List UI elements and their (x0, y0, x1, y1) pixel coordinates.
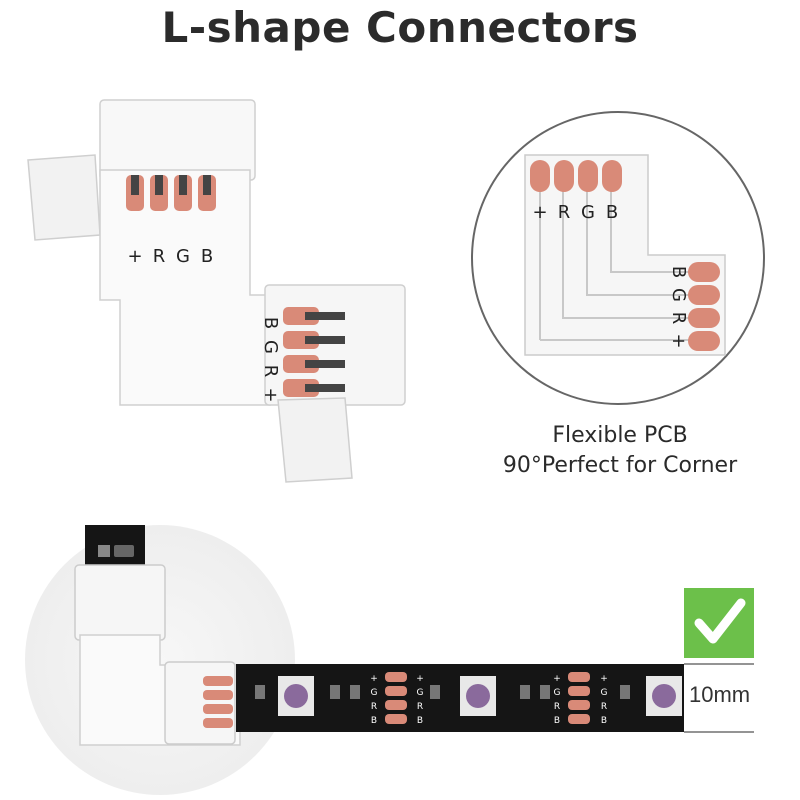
strip-label-r-3: R (554, 702, 560, 712)
pcb-label-g-top: G (581, 202, 595, 223)
pin-label-r-side: R (260, 365, 281, 378)
pin-label-b-top: B (201, 246, 213, 267)
check-mark-icon (684, 588, 754, 658)
strip-label-b-2: B (417, 716, 423, 726)
pcb-label-plus-top: + (532, 202, 547, 223)
pcb-label-r-side: R (668, 312, 689, 325)
strip-label-b-4: B (601, 716, 607, 726)
solder-pads-2 (568, 672, 590, 724)
pin-label-plus-side: + (260, 387, 281, 402)
strip-label-plus-2: + (416, 674, 424, 684)
pin-label-plus-top: + (127, 246, 142, 267)
caption-flexible-pcb: Flexible PCB (552, 423, 688, 448)
strip-label-g-4: G (601, 688, 608, 698)
strip-label-plus-3: + (553, 674, 561, 684)
width-marker (684, 663, 754, 733)
page-title: L-shape Connectors (161, 3, 639, 52)
strip-label-b-3: B (554, 716, 560, 726)
strip-scene: + G R B + G R B + G R B + G R B (25, 525, 754, 795)
strip-label-g-1: G (371, 688, 378, 698)
pcb-label-b-side: B (668, 266, 689, 278)
pin-label-g-side: G (260, 340, 281, 354)
pcb-label-plus-side: + (668, 333, 689, 348)
strip-label-plus-4: + (600, 674, 608, 684)
strip-label-g-3: G (554, 688, 561, 698)
pin-label-r-top: R (153, 246, 166, 267)
pcb-label-g-side: G (668, 288, 689, 302)
caption-perfect-corner: 90°Perfect for Corner (502, 453, 738, 478)
solder-pads-1 (385, 672, 407, 724)
pcb-detail-inset: + R G B B G R + (471, 111, 765, 405)
strip-width-label: 10mm (689, 682, 751, 707)
strip-label-r-2: R (417, 702, 423, 712)
pcb-label-b-top: B (606, 202, 618, 223)
led-module-3 (646, 676, 682, 716)
side-pins (283, 307, 345, 397)
strip-label-r-1: R (371, 702, 377, 712)
strip-label-g-2: G (417, 688, 424, 698)
top-pins (126, 175, 216, 211)
strip-label-b-1: B (371, 716, 377, 726)
led-module-2 (460, 676, 496, 716)
strip-label-r-4: R (601, 702, 607, 712)
led-module-1 (278, 676, 314, 716)
strip-label-plus-1: + (370, 674, 378, 684)
l-connector-main: + R G B B G R + (27, 99, 406, 483)
pcb-label-r-top: R (558, 202, 571, 223)
pin-label-b-side: B (260, 317, 281, 329)
pin-label-g-top: G (176, 246, 190, 267)
